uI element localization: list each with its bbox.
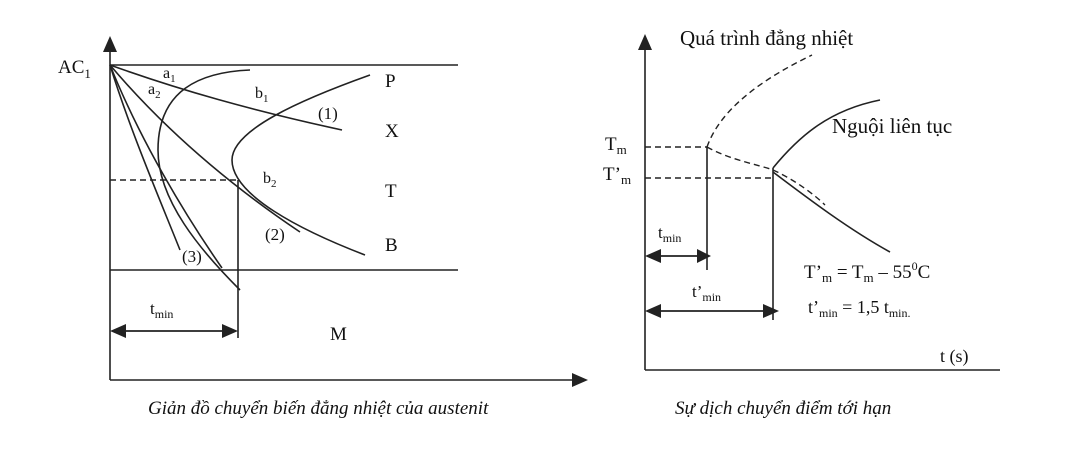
equation-tmin: t’min = 1,5 tmin. [808, 297, 911, 320]
right-tmin-label: tmin [658, 223, 681, 245]
left-y-arrow [103, 36, 117, 52]
tpmin-arrow-head-right [763, 304, 779, 318]
isothermal-label: Quá trình đẳng nhiệt [680, 26, 853, 50]
cooling-curve-2 [109, 64, 301, 233]
ttt-diagram: AC1 a1 a2 b1 b2 (1) (2) (3) P X T B M tm… [58, 36, 588, 387]
curve-2-label: (2) [265, 225, 285, 244]
left-tmin-label: tmin [150, 299, 173, 321]
tpm-label: T’m [603, 164, 631, 187]
x-label: X [385, 121, 399, 142]
t-axis-label: t (s) [940, 346, 969, 367]
cooling-curve-3 [109, 64, 223, 269]
equation-tm: T’m = Tm – 550C [804, 259, 930, 285]
t-label: T [385, 181, 397, 202]
left-tmin-arrow-head-left [110, 324, 126, 338]
continuous-label: Nguội liên tục [832, 114, 952, 138]
curve-1-label: (1) [318, 104, 338, 123]
left-tmin-arrow-head-right [222, 324, 238, 338]
ac1-label: AC1 [58, 57, 91, 81]
isothermal-finish-curve [706, 146, 826, 206]
b-label: B [385, 235, 398, 256]
b1-label: b1 [255, 85, 269, 105]
left-x-arrow [572, 373, 588, 387]
tpmin-arrow-head-left [645, 304, 661, 318]
isothermal-start-curve [706, 54, 813, 148]
right-tmin-arrow-head-left [645, 249, 661, 263]
a1-label: a1 [163, 65, 176, 85]
curve-3-label: (3) [182, 247, 202, 266]
cooling-curve-extra [109, 64, 181, 251]
start-curve [157, 69, 251, 291]
m-label: M [330, 324, 347, 345]
right-caption: Sự dịch chuyển điểm tới hạn [675, 398, 891, 419]
finish-curve [231, 74, 371, 256]
continuous-finish-curve [772, 171, 891, 253]
critical-shift-diagram: Quá trình đẳng nhiệt Nguội liên tục Tm T… [603, 26, 1000, 371]
p-label: P [385, 71, 396, 92]
b2-label: b2 [263, 170, 277, 190]
left-caption: Giản đồ chuyển biến đẳng nhiệt của auste… [148, 398, 489, 419]
continuous-start-curve [772, 99, 881, 169]
tm-label: Tm [605, 134, 627, 157]
right-tmin-arrow-head-right [697, 249, 711, 263]
cooling-curve-1 [109, 64, 343, 131]
a2-label: a2 [148, 81, 161, 101]
tpmin-label: t’min [692, 282, 721, 304]
right-y-arrow [638, 34, 652, 50]
